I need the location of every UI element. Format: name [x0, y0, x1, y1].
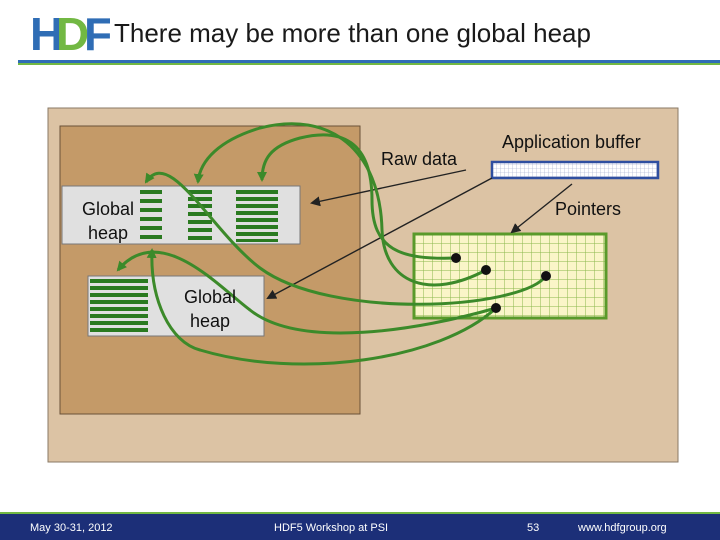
global-heap-1-label: Global heap — [81, 199, 135, 243]
global-heap-2-label: Global heap — [183, 287, 237, 331]
heap-2-objects — [90, 279, 148, 332]
hdf-logo: H D F — [30, 10, 110, 56]
header-rule — [18, 60, 720, 63]
raw-data-label: Raw data — [381, 149, 458, 169]
application-buffer-label: Application buffer — [502, 132, 641, 152]
header-rule-accent — [18, 63, 720, 65]
svg-text:H: H — [30, 10, 61, 56]
footer-event: HDF5 Workshop at PSI — [274, 522, 389, 534]
footer-date: May 30-31, 2012 — [30, 522, 113, 534]
footer — [0, 514, 720, 540]
page-title: There may be more than one global heap — [114, 18, 591, 48]
footer-url: www.hdfgroup.org — [578, 522, 667, 534]
pointers-label: Pointers — [555, 199, 622, 219]
pointer-grid — [412, 232, 608, 320]
heap-1-objects — [140, 190, 278, 242]
raw-data-arrow — [310, 169, 467, 207]
footer-rule — [0, 512, 720, 514]
file-area — [59, 125, 361, 415]
page-number: 53 — [527, 522, 540, 534]
application-buffer — [490, 160, 660, 180]
pointers-arrow-1 — [510, 183, 573, 234]
heap-reference-arrows — [116, 122, 548, 366]
pointer-dots — [451, 253, 551, 313]
svg-text:F: F — [84, 10, 110, 56]
